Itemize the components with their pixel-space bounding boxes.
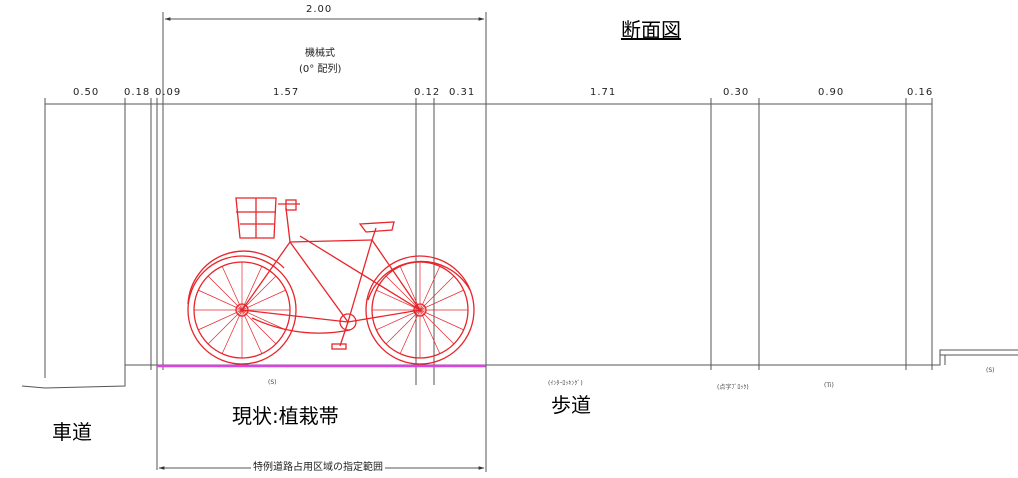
sidewalk-label: 歩道 xyxy=(551,393,591,417)
designated-area-label: 特例道路占用区域の指定範囲 xyxy=(251,458,385,473)
ground-code: (ｲﾝﾀｰﾛｯｷﾝｸﾞ) xyxy=(548,380,583,387)
segment-label: 0.30 xyxy=(723,87,750,98)
segment-label: 0.16 xyxy=(907,87,934,98)
segment-label: 0.18 xyxy=(124,87,151,98)
segment-label: 0.50 xyxy=(73,87,100,98)
bicycle-illustration xyxy=(187,197,475,365)
segment-label: 0.90 xyxy=(818,87,845,98)
page-title: 断面図 xyxy=(621,18,681,42)
segment-label: 0.12 xyxy=(414,87,441,98)
roadway-label: 車道 xyxy=(52,420,92,444)
segment-label: 0.09 xyxy=(155,87,182,98)
top-dimension-label: 2.00 xyxy=(306,4,333,15)
road-profile xyxy=(21,349,1018,389)
ground-code: (S) xyxy=(268,379,277,386)
ground-code: (S) xyxy=(986,367,995,374)
ground-code: (点字ﾌﾞﾛｯｸ) xyxy=(717,384,749,391)
segment-label: 1.71 xyxy=(590,87,617,98)
mechanism-type-label: 機械式 xyxy=(305,48,335,59)
segment-label: 1.57 xyxy=(273,87,300,98)
mechanism-arrangement-label: (0° 配列) xyxy=(299,64,342,75)
current-status-label: 現状:植栽帯 xyxy=(232,404,339,428)
top-dimension-line xyxy=(162,12,487,370)
segment-label: 0.31 xyxy=(449,87,476,98)
segment-dimension-lines xyxy=(44,98,933,470)
ground-code: (Ti) xyxy=(824,382,834,389)
